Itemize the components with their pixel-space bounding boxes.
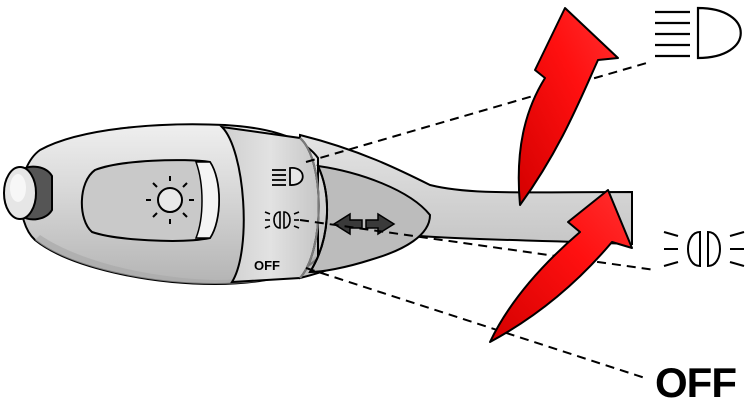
leader-line-off xyxy=(305,267,646,379)
selector-knob xyxy=(308,164,432,274)
rotary-ring xyxy=(219,125,320,284)
double-arrow-icon xyxy=(332,212,396,236)
upper-rotation-arrow xyxy=(517,7,619,206)
callout-off-label: OFF xyxy=(655,359,737,406)
stalk-side-lights-icon xyxy=(264,211,300,229)
stalk-off-label: OFF xyxy=(254,258,280,273)
lower-rotation-arrow xyxy=(489,189,633,343)
callout-side-lights-icon xyxy=(663,230,745,268)
leader-line-main-beam xyxy=(305,61,651,163)
light-switch-sun-icon xyxy=(146,176,194,224)
callout-main-beam-icon xyxy=(655,6,742,60)
stalk-end-cap xyxy=(3,165,53,221)
stalk-main-beam-icon xyxy=(272,167,304,186)
